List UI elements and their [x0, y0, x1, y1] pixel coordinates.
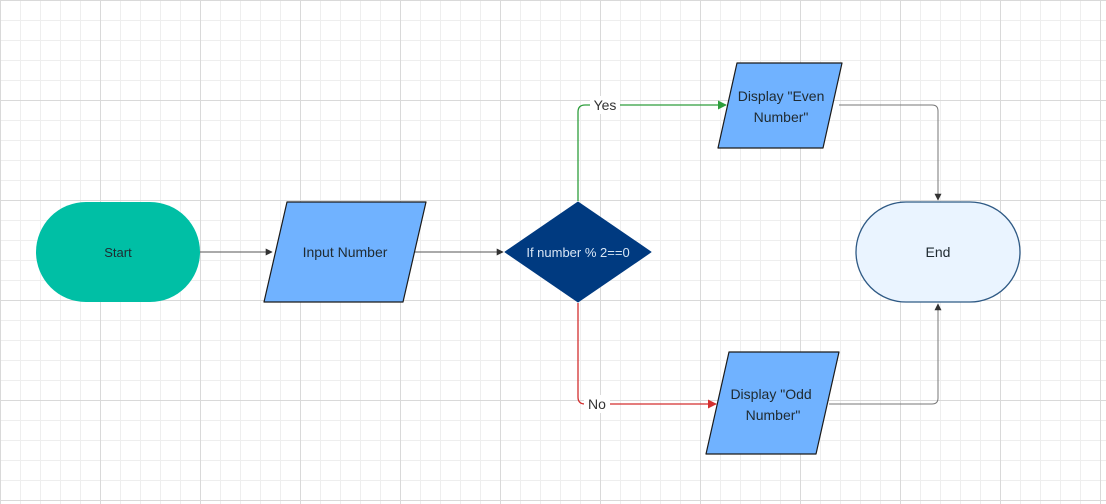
- decision-shape: [504, 201, 652, 303]
- end-label: End: [926, 244, 951, 260]
- connector-no-branch: [577, 303, 717, 409]
- display-odd-node[interactable]: Display "Odd Number": [705, 351, 840, 455]
- start-label: Start: [104, 245, 132, 260]
- input-number-label: Input Number: [303, 244, 388, 260]
- display-even-node[interactable]: Display "Even Number": [717, 62, 843, 149]
- connector-odd-to-end: [829, 303, 942, 405]
- display-odd-shape: [705, 351, 840, 455]
- connector-even-to-end: [839, 104, 942, 201]
- input-number-node[interactable]: Input Number: [263, 201, 427, 303]
- connector-yes-branch: [577, 100, 727, 201]
- display-even-label: Display "Even Number": [738, 88, 829, 125]
- decision-node[interactable]: If number % 2==0: [504, 201, 652, 303]
- input-number-shape: [263, 201, 427, 303]
- display-odd-label-line1: Display "Odd: [730, 386, 811, 402]
- decision-label: If number % 2==0: [526, 245, 629, 260]
- start-node[interactable]: Start: [36, 202, 200, 302]
- display-odd-label-line2: Number": [746, 407, 801, 423]
- no-label-background: [584, 395, 610, 413]
- display-even-label-line2: Number": [754, 109, 809, 125]
- end-node[interactable]: End: [855, 201, 1021, 303]
- yes-label-background: [590, 96, 620, 114]
- no-label: No: [588, 396, 606, 412]
- end-shape: [855, 201, 1021, 303]
- display-odd-label: Display "Odd Number": [730, 386, 815, 423]
- display-even-label-line1: Display "Even: [738, 88, 825, 104]
- start-shape: [36, 202, 200, 302]
- yes-label: Yes: [594, 97, 617, 113]
- display-even-shape: [717, 62, 843, 149]
